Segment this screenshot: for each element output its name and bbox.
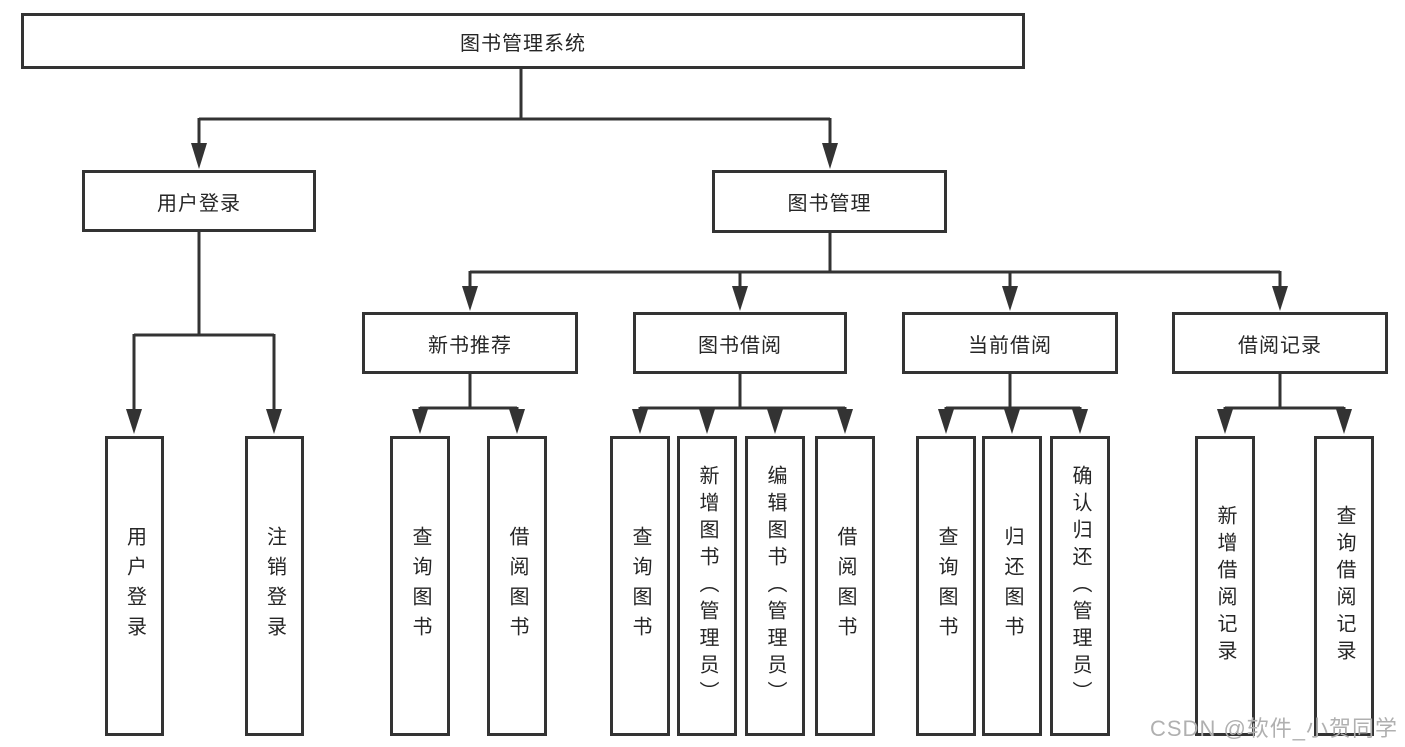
node-user-login: 用户登录 — [82, 170, 316, 232]
node-book-management: 图书管理 — [712, 170, 947, 233]
node-book-borrowing: 图书借阅 — [633, 312, 847, 374]
leaf-confirm-return-admin: 确认归还（管理员） — [1050, 436, 1110, 736]
leaf-logout: 注销登录 — [245, 436, 304, 736]
leaf-add-borrow-record: 新增借阅记录 — [1195, 436, 1255, 736]
leaf-current-query-books: 查询图书 — [916, 436, 976, 736]
csdn-watermark: CSDN @软件_小贺同学 — [1150, 716, 1399, 741]
node-library-system: 图书管理系统 — [21, 13, 1025, 69]
leaf-recommend-query-books: 查询图书 — [390, 436, 450, 736]
leaf-borrow-query-books: 查询图书 — [610, 436, 670, 736]
leaf-user-login: 用户登录 — [105, 436, 164, 736]
leaf-recommend-borrow-books: 借阅图书 — [487, 436, 547, 736]
node-borrowing-records: 借阅记录 — [1172, 312, 1388, 374]
node-new-book-recommend: 新书推荐 — [362, 312, 578, 374]
leaf-query-borrow-record: 查询借阅记录 — [1314, 436, 1374, 736]
leaf-add-books-admin: 新增图书（管理员） — [677, 436, 737, 736]
leaf-borrow-books: 借阅图书 — [815, 436, 875, 736]
node-current-borrowing: 当前借阅 — [902, 312, 1118, 374]
leaf-return-books: 归还图书 — [982, 436, 1042, 736]
leaf-edit-books-admin: 编辑图书（管理员） — [745, 436, 805, 736]
